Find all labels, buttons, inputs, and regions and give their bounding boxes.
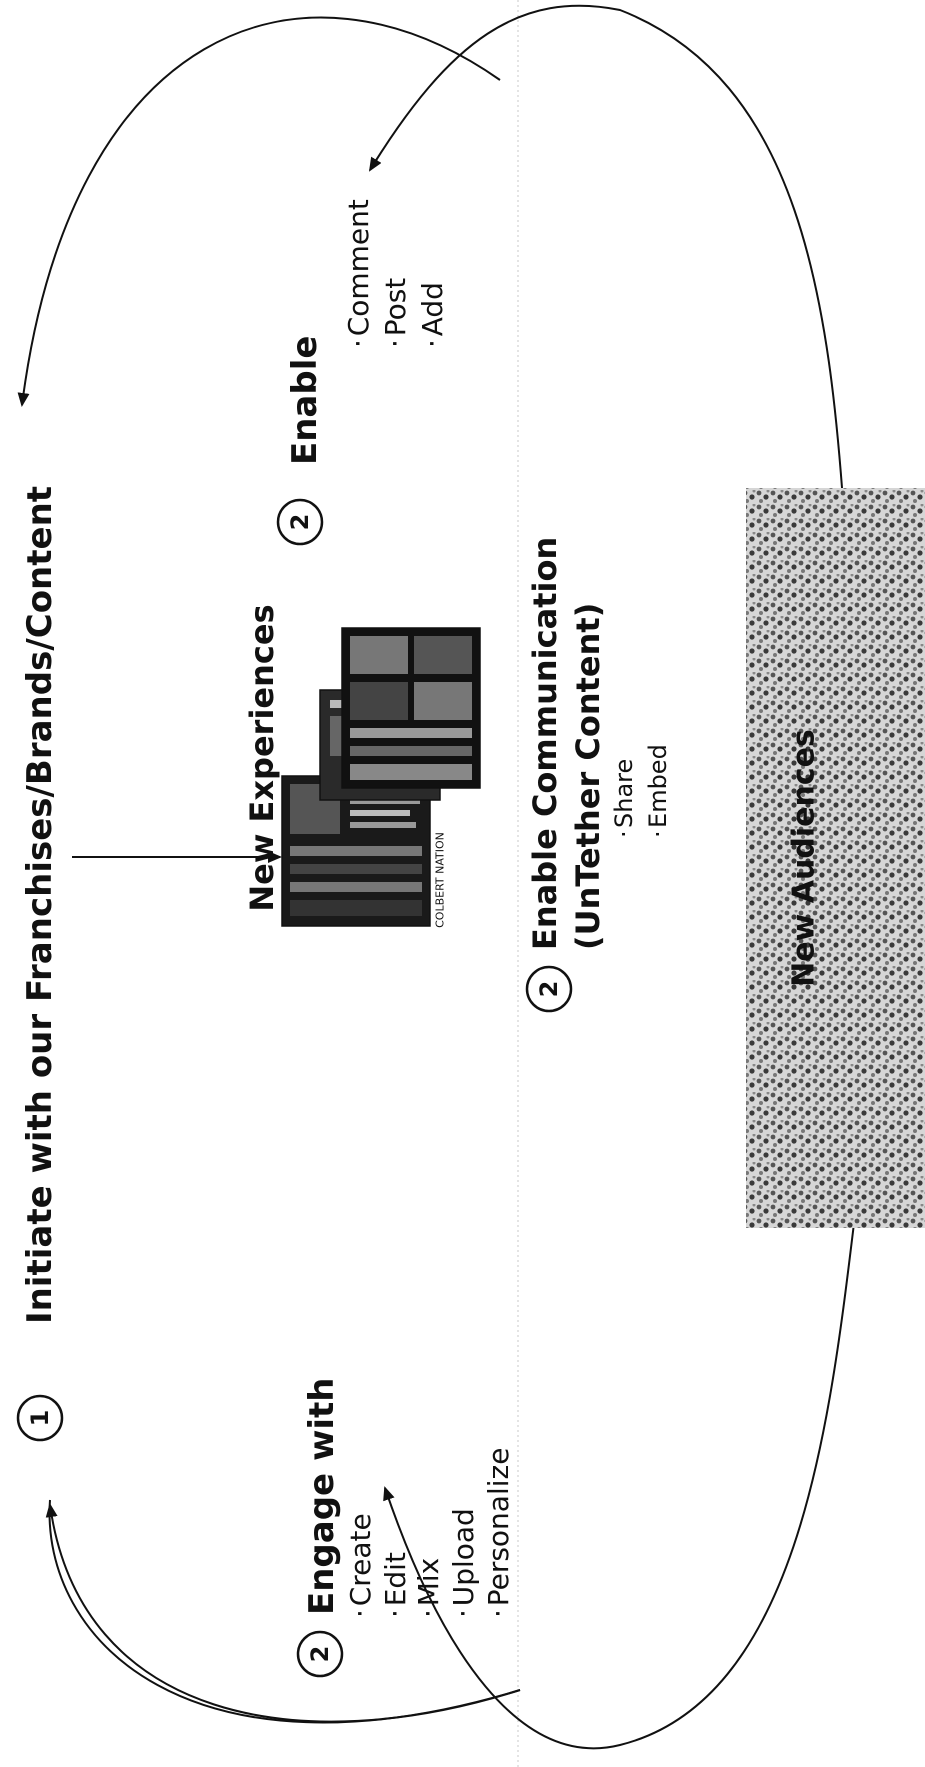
enable-item-add: · Add: [416, 282, 449, 348]
loop-curve-right: [368, 4, 846, 531]
engage-step-badge: [296, 1630, 344, 1678]
enable-communication-item-share: · Share: [610, 759, 638, 838]
engage-item-upload: · Upload: [447, 1508, 480, 1618]
engage-item-personalize: · Personalize: [482, 1448, 515, 1618]
loop-curve-bottom: [383, 1214, 856, 1750]
enable-communication-step-number: 2: [535, 981, 563, 998]
engage-item-edit: · Edit: [379, 1552, 412, 1618]
engage-item-create: · Create: [344, 1513, 377, 1618]
enable-item-comment: · Comment: [342, 199, 375, 348]
initiate-step-number: 1: [26, 1410, 54, 1427]
initiate-heading: Initiate with our Franchises/Brands/Cont…: [20, 486, 60, 1324]
audiences-crowd-image: New Audiences: [746, 488, 925, 1228]
enable-communication-item-embed: · Embed: [644, 744, 672, 838]
enable-group: 2 Enable · Comment · Post · Add: [276, 199, 449, 546]
experiences-screenshot-collage: COLBERT NATION: [281, 627, 481, 928]
enable-item-post: · Post: [379, 278, 412, 348]
enable-heading: Enable: [285, 336, 325, 465]
experiences-heading: New Experiences: [243, 604, 281, 911]
engage-step-number: 2: [306, 1646, 334, 1663]
enable-communication-subheading: (UnTether Content): [569, 603, 607, 950]
loop-curve-top: [17, 16, 501, 407]
enable-step-number: 2: [286, 514, 314, 531]
screenshot-caption: COLBERT NATION: [434, 832, 447, 928]
initiate-step-badge: 1: [16, 1394, 64, 1442]
loop-curve-left-return: [45, 1503, 521, 1723]
engage-group: 2 Engage with · Create · Edit · Mix · Up…: [296, 1378, 515, 1678]
crowd-texture: [746, 488, 925, 1228]
enable-step-badge: [276, 498, 324, 546]
engage-item-mix: · Mix: [412, 1558, 445, 1618]
audiences-heading: New Audiences: [787, 729, 822, 987]
enable-communication-heading: Enable Communication: [526, 537, 564, 950]
enable-communication-group: 2 Enable Communication (UnTether Content…: [525, 537, 672, 1013]
engage-heading: Engage with: [302, 1378, 342, 1615]
enable-communication-step-badge: [525, 965, 573, 1013]
